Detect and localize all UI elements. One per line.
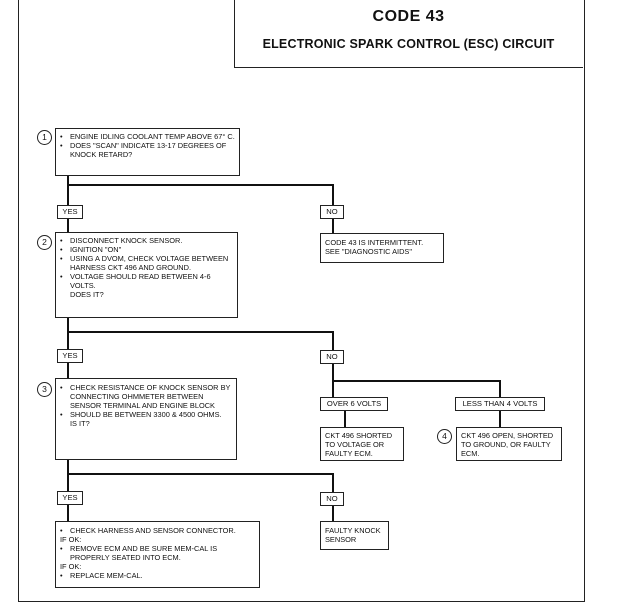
connector-line: [67, 184, 333, 186]
connector-line: [67, 318, 69, 349]
connector-line: [332, 184, 334, 206]
no-label: NO: [320, 205, 344, 219]
yes-label: YES: [57, 205, 83, 219]
step-3-box: CHECK RESISTANCE OF KNOCK SENSOR BY CONN…: [55, 378, 237, 460]
circuit-title: ELECTRONIC SPARK CONTROL (ESC) CIRCUIT: [262, 37, 555, 51]
step-2-box: DISCONNECT KNOCK SENSOR. IGNITION "ON" U…: [55, 232, 238, 318]
faulty-knock-sensor-box: FAULTY KNOCK SENSOR: [320, 521, 389, 550]
step-1-bullet: ENGINE IDLING COOLANT TEMP ABOVE 67° C.: [60, 132, 235, 141]
connector-line: [332, 331, 334, 350]
step-3-question: IS IT?: [70, 419, 90, 428]
code-number: CODE 43: [372, 8, 445, 25]
step-2-question: DOES IT?: [70, 290, 104, 299]
page-frame: [18, 0, 585, 602]
step-number-4: 4: [437, 429, 452, 444]
yes-label: YES: [57, 491, 83, 505]
if-ok-label: IF OK:: [60, 535, 82, 544]
step-2-bullet: IGNITION "ON": [60, 245, 233, 254]
yes-label: YES: [57, 349, 83, 363]
step-2-bullet: DISCONNECT KNOCK SENSOR.: [60, 236, 233, 245]
less-than-4-volts-label: LESS THAN 4 VOLTS: [455, 397, 545, 411]
step-number-3: 3: [37, 382, 52, 397]
final-action-box: CHECK HARNESS AND SENSOR CONNECTOR. IF O…: [55, 521, 260, 588]
connector-line: [332, 219, 334, 234]
connector-line: [67, 219, 69, 233]
step-1-bullet: DOES "SCAN" INDICATE 13-17 DEGREES OF KN…: [60, 141, 235, 159]
connector-line: [67, 473, 333, 475]
step-number-1: 1: [37, 130, 52, 145]
no-label: NO: [320, 492, 344, 506]
final-bullet: REMOVE ECM AND BE SURE MEM-CAL IS PROPER…: [60, 544, 255, 562]
step-2-bullet: VOLTAGE SHOULD READ BETWEEN 4-6 VOLTS.: [60, 272, 233, 290]
step-3-bullet: SHOULD BE BETWEEN 3300 & 4500 OHMS.: [60, 410, 232, 419]
connector-line: [332, 506, 334, 521]
connector-line: [67, 363, 69, 379]
over-6-volts-label: OVER 6 VOLTS: [320, 397, 388, 411]
shorted-to-voltage-box: CKT 496 SHORTED TO VOLTAGE OR FAULTY ECM…: [320, 427, 404, 461]
if-ok-label: IF OK:: [60, 562, 82, 571]
connector-line: [67, 176, 69, 206]
connector-line: [67, 331, 333, 333]
connector-line: [332, 380, 500, 382]
final-bullet: REPLACE MEM-CAL.: [60, 571, 255, 580]
step-2-bullet: USING A DVOM, CHECK VOLTAGE BETWEEN HARN…: [60, 254, 233, 272]
connector-line: [67, 460, 69, 491]
step-1-box: ENGINE IDLING COOLANT TEMP ABOVE 67° C. …: [55, 128, 240, 176]
intermittent-result-box: CODE 43 IS INTERMITTENT. SEE "DIAGNOSTIC…: [320, 233, 444, 263]
step-3-bullet: CHECK RESISTANCE OF KNOCK SENSOR BY CONN…: [60, 383, 232, 410]
connector-line: [67, 505, 69, 521]
final-bullet: CHECK HARNESS AND SENSOR CONNECTOR.: [60, 526, 255, 535]
connector-line: [499, 380, 501, 397]
connector-line: [344, 411, 346, 428]
step-4-box: CKT 496 OPEN, SHORTED TO GROUND, OR FAUL…: [456, 427, 562, 461]
connector-line: [332, 473, 334, 492]
title-block: [234, 0, 583, 68]
no-label: NO: [320, 350, 344, 364]
connector-line: [499, 411, 501, 428]
step-number-2: 2: [37, 235, 52, 250]
